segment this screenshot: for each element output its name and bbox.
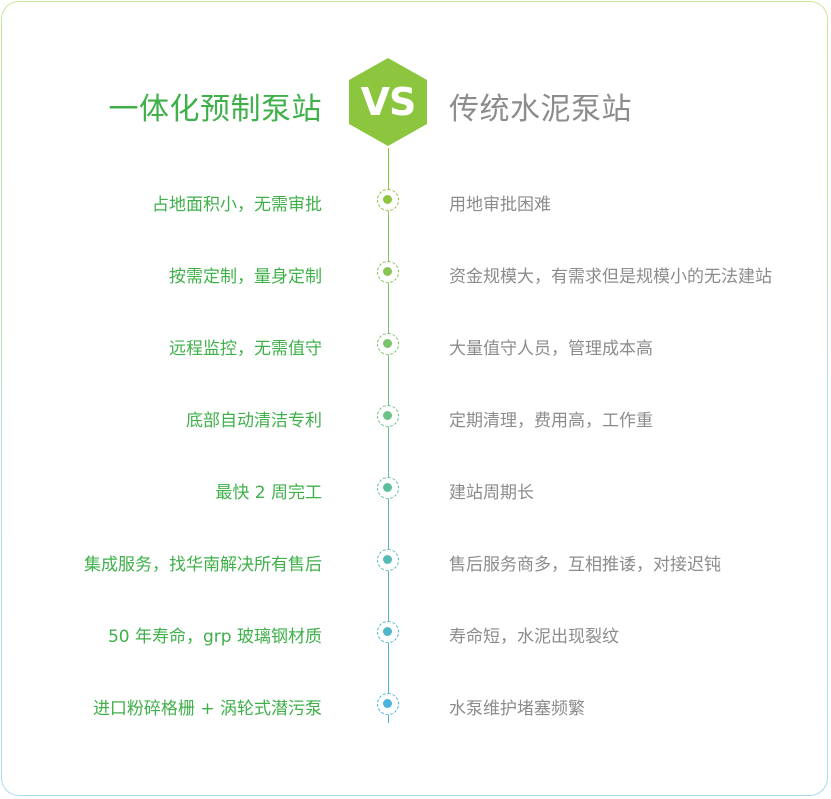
prefab-advantage-text: 集成服务，找华南解决所有售后: [84, 555, 322, 575]
traditional-drawback-text: 用地审批困难: [449, 195, 551, 215]
comparison-row: 底部自动清洁专利 定期清理，费用高，工作重: [0, 401, 831, 431]
prefab-advantage-text: 50 年寿命，grp 玻璃钢材质: [107, 627, 322, 647]
vs-badge: VS: [346, 56, 430, 148]
traditional-drawback-text: 水泵维护堵塞频繁: [449, 699, 585, 719]
prefab-advantage-text: 最快 2 周完工: [215, 483, 322, 503]
comparison-row: 远程监控，无需值守 大量值守人员，管理成本高: [0, 329, 831, 359]
comparison-row: 最快 2 周完工 建站周期长: [0, 473, 831, 503]
hexagon-shape: [349, 58, 427, 146]
prefab-advantage-text: 按需定制，量身定制: [169, 267, 322, 287]
traditional-drawback-text: 大量值守人员，管理成本高: [449, 339, 653, 359]
traditional-drawback-text: 售后服务商多，互相推诿，对接迟钝: [449, 555, 721, 575]
comparison-row: 50 年寿命，grp 玻璃钢材质 寿命短，水泥出现裂纹: [0, 617, 831, 647]
timeline-dot-icon: [377, 621, 399, 643]
comparison-row: 集成服务，找华南解决所有售后 售后服务商多，互相推诿，对接迟钝: [0, 545, 831, 575]
timeline-dot-icon: [377, 333, 399, 355]
traditional-drawback-text: 寿命短，水泥出现裂纹: [449, 627, 619, 647]
timeline-dot-icon: [377, 261, 399, 283]
timeline-dot-icon: [377, 405, 399, 427]
timeline-dot-icon: [377, 477, 399, 499]
title-left: 一体化预制泵站: [108, 92, 322, 127]
traditional-drawback-text: 资金规模大，有需求但是规模小的无法建站: [449, 267, 772, 287]
timeline-dot-icon: [377, 693, 399, 715]
prefab-advantage-text: 远程监控，无需值守: [169, 339, 322, 359]
comparison-row: 按需定制，量身定制 资金规模大，有需求但是规模小的无法建站: [0, 257, 831, 287]
title-right: 传统水泥泵站: [449, 92, 632, 127]
traditional-drawback-text: 定期清理，费用高，工作重: [449, 411, 653, 431]
comparison-row: 进口粉碎格栅 + 涡轮式潜污泵 水泵维护堵塞频繁: [0, 689, 831, 719]
timeline-line: [388, 148, 389, 723]
traditional-drawback-text: 建站周期长: [449, 483, 534, 503]
prefab-advantage-text: 底部自动清洁专利: [186, 411, 322, 431]
timeline-dot-icon: [377, 549, 399, 571]
comparison-row: 占地面积小，无需审批 用地审批困难: [0, 185, 831, 215]
timeline-dot-icon: [377, 189, 399, 211]
prefab-advantage-text: 占地面积小，无需审批: [152, 195, 322, 215]
vs-label: VS: [360, 80, 417, 124]
prefab-advantage-text: 进口粉碎格栅 + 涡轮式潜污泵: [92, 699, 322, 719]
